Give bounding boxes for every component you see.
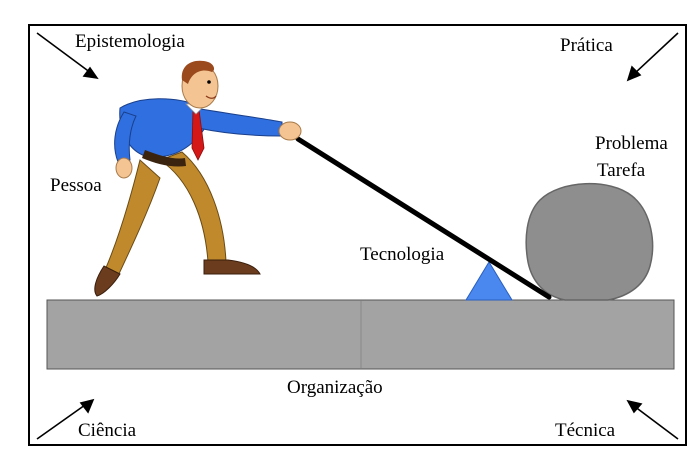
epistemology-label: Epistemologia <box>75 31 185 52</box>
science-label: Ciência <box>78 420 137 441</box>
diagram-frame <box>28 24 687 446</box>
technique-label: Técnica <box>555 420 616 441</box>
technology-label: Tecnologia <box>360 244 445 265</box>
practice-label: Prática <box>560 35 613 56</box>
arrow-bottom-left-icon <box>36 398 95 440</box>
arrow-bottom-right-icon <box>626 399 679 440</box>
man-pushing-lever-icon <box>94 60 302 297</box>
lever-bar <box>295 136 552 300</box>
task-label: Tarefa <box>597 160 646 181</box>
person-label: Pessoa <box>50 175 102 196</box>
boulder-icon <box>525 182 654 301</box>
organization-label: Organização <box>287 377 383 398</box>
problem-label: Problema <box>595 133 668 154</box>
arrow-top-left-icon <box>36 32 99 80</box>
arrow-top-right-icon <box>626 32 679 82</box>
fulcrum-triangle-icon <box>465 261 513 301</box>
